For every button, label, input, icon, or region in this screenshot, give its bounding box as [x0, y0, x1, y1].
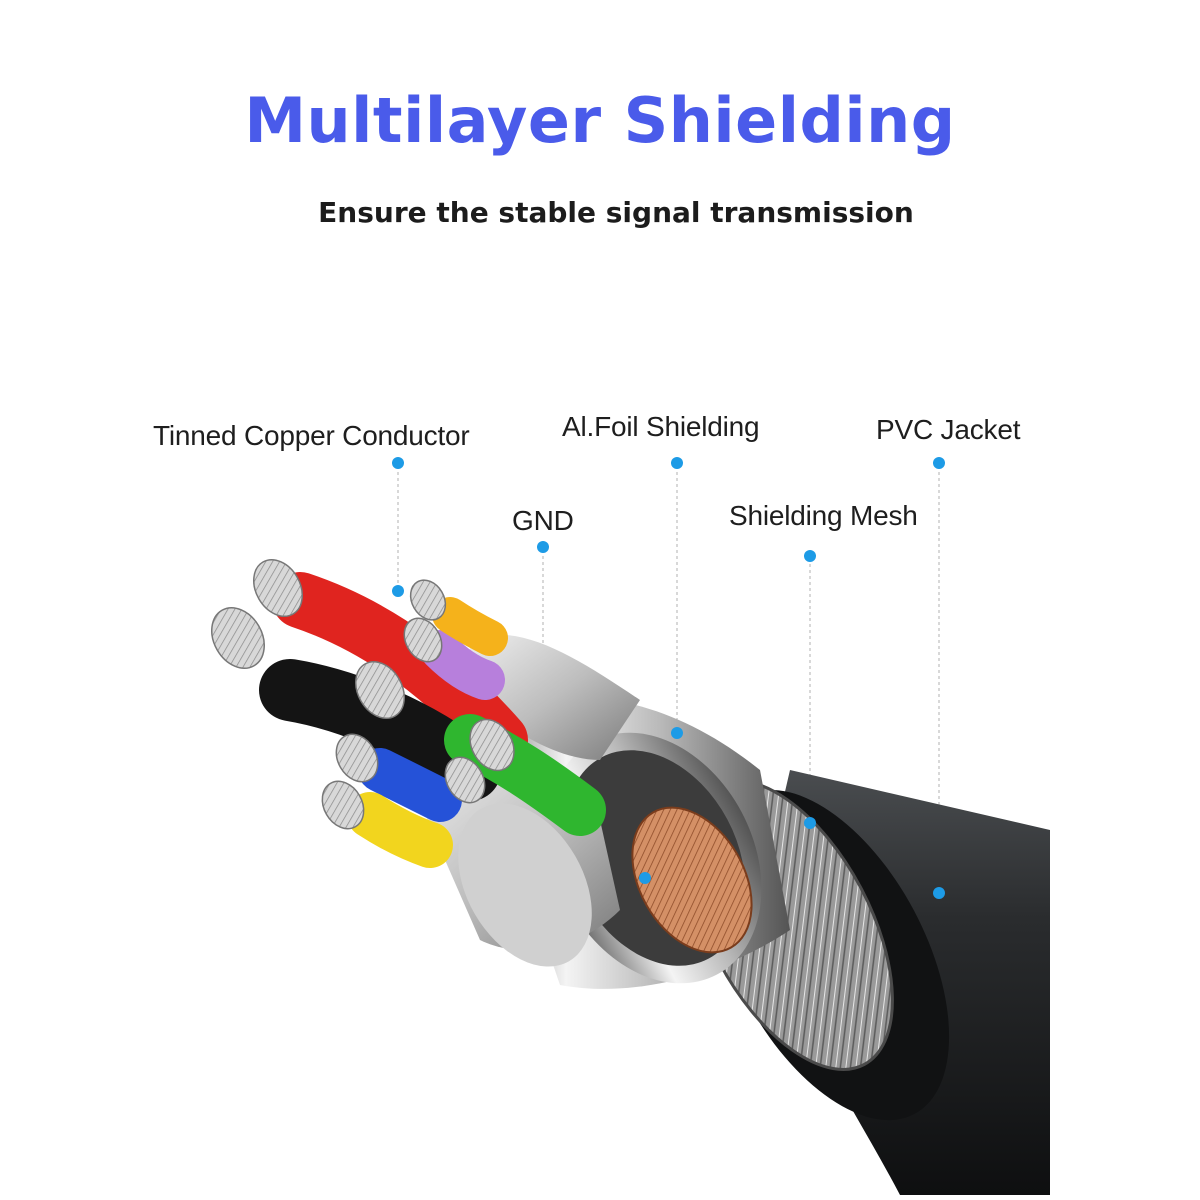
- conductor-blue: [335, 733, 379, 783]
- page-title: Multilayer Shielding: [244, 84, 956, 157]
- marker-mesh-top: [804, 550, 816, 562]
- conductor-white-2: [444, 756, 486, 804]
- callout-pvc-jacket: PVC Jacket: [876, 414, 1021, 445]
- conductor-black: [211, 607, 265, 669]
- callout-gnd: GND: [512, 505, 574, 536]
- upper-foil-tube: [470, 634, 640, 760]
- wire-yellow: [347, 792, 453, 868]
- marker-gnd: [639, 872, 651, 884]
- page-subtitle: Ensure the stable signal transmission: [318, 196, 914, 229]
- callout-markers: [392, 457, 945, 899]
- callout-tinned-copper-conductor: Tinned Copper Conductor: [153, 420, 470, 451]
- conductor-white: [355, 661, 405, 719]
- marker-copper-top: [392, 457, 404, 469]
- conductor-red: [253, 559, 303, 617]
- wire-blue: [358, 748, 462, 822]
- conductor-yellow: [321, 780, 365, 830]
- wire-red: [272, 572, 528, 768]
- wire-orange: [432, 597, 508, 656]
- tinned-conductors: [211, 559, 515, 830]
- marker-copper: [392, 585, 404, 597]
- conductor-green: [469, 718, 515, 772]
- conductor-orange: [409, 579, 447, 621]
- marker-foil: [671, 727, 683, 739]
- callout-al-foil-shielding: Al.Foil Shielding: [562, 411, 760, 442]
- marker-foil-top: [671, 457, 683, 469]
- marker-pvc-top: [933, 457, 945, 469]
- gnd-drain-wire: [631, 806, 753, 954]
- marker-mesh: [804, 817, 816, 829]
- wire-purple: [420, 630, 505, 700]
- conductor-purple: [403, 617, 443, 663]
- callout-shielding-mesh: Shielding Mesh: [729, 500, 918, 531]
- marker-pvc: [933, 887, 945, 899]
- marker-gnd-top: [537, 541, 549, 553]
